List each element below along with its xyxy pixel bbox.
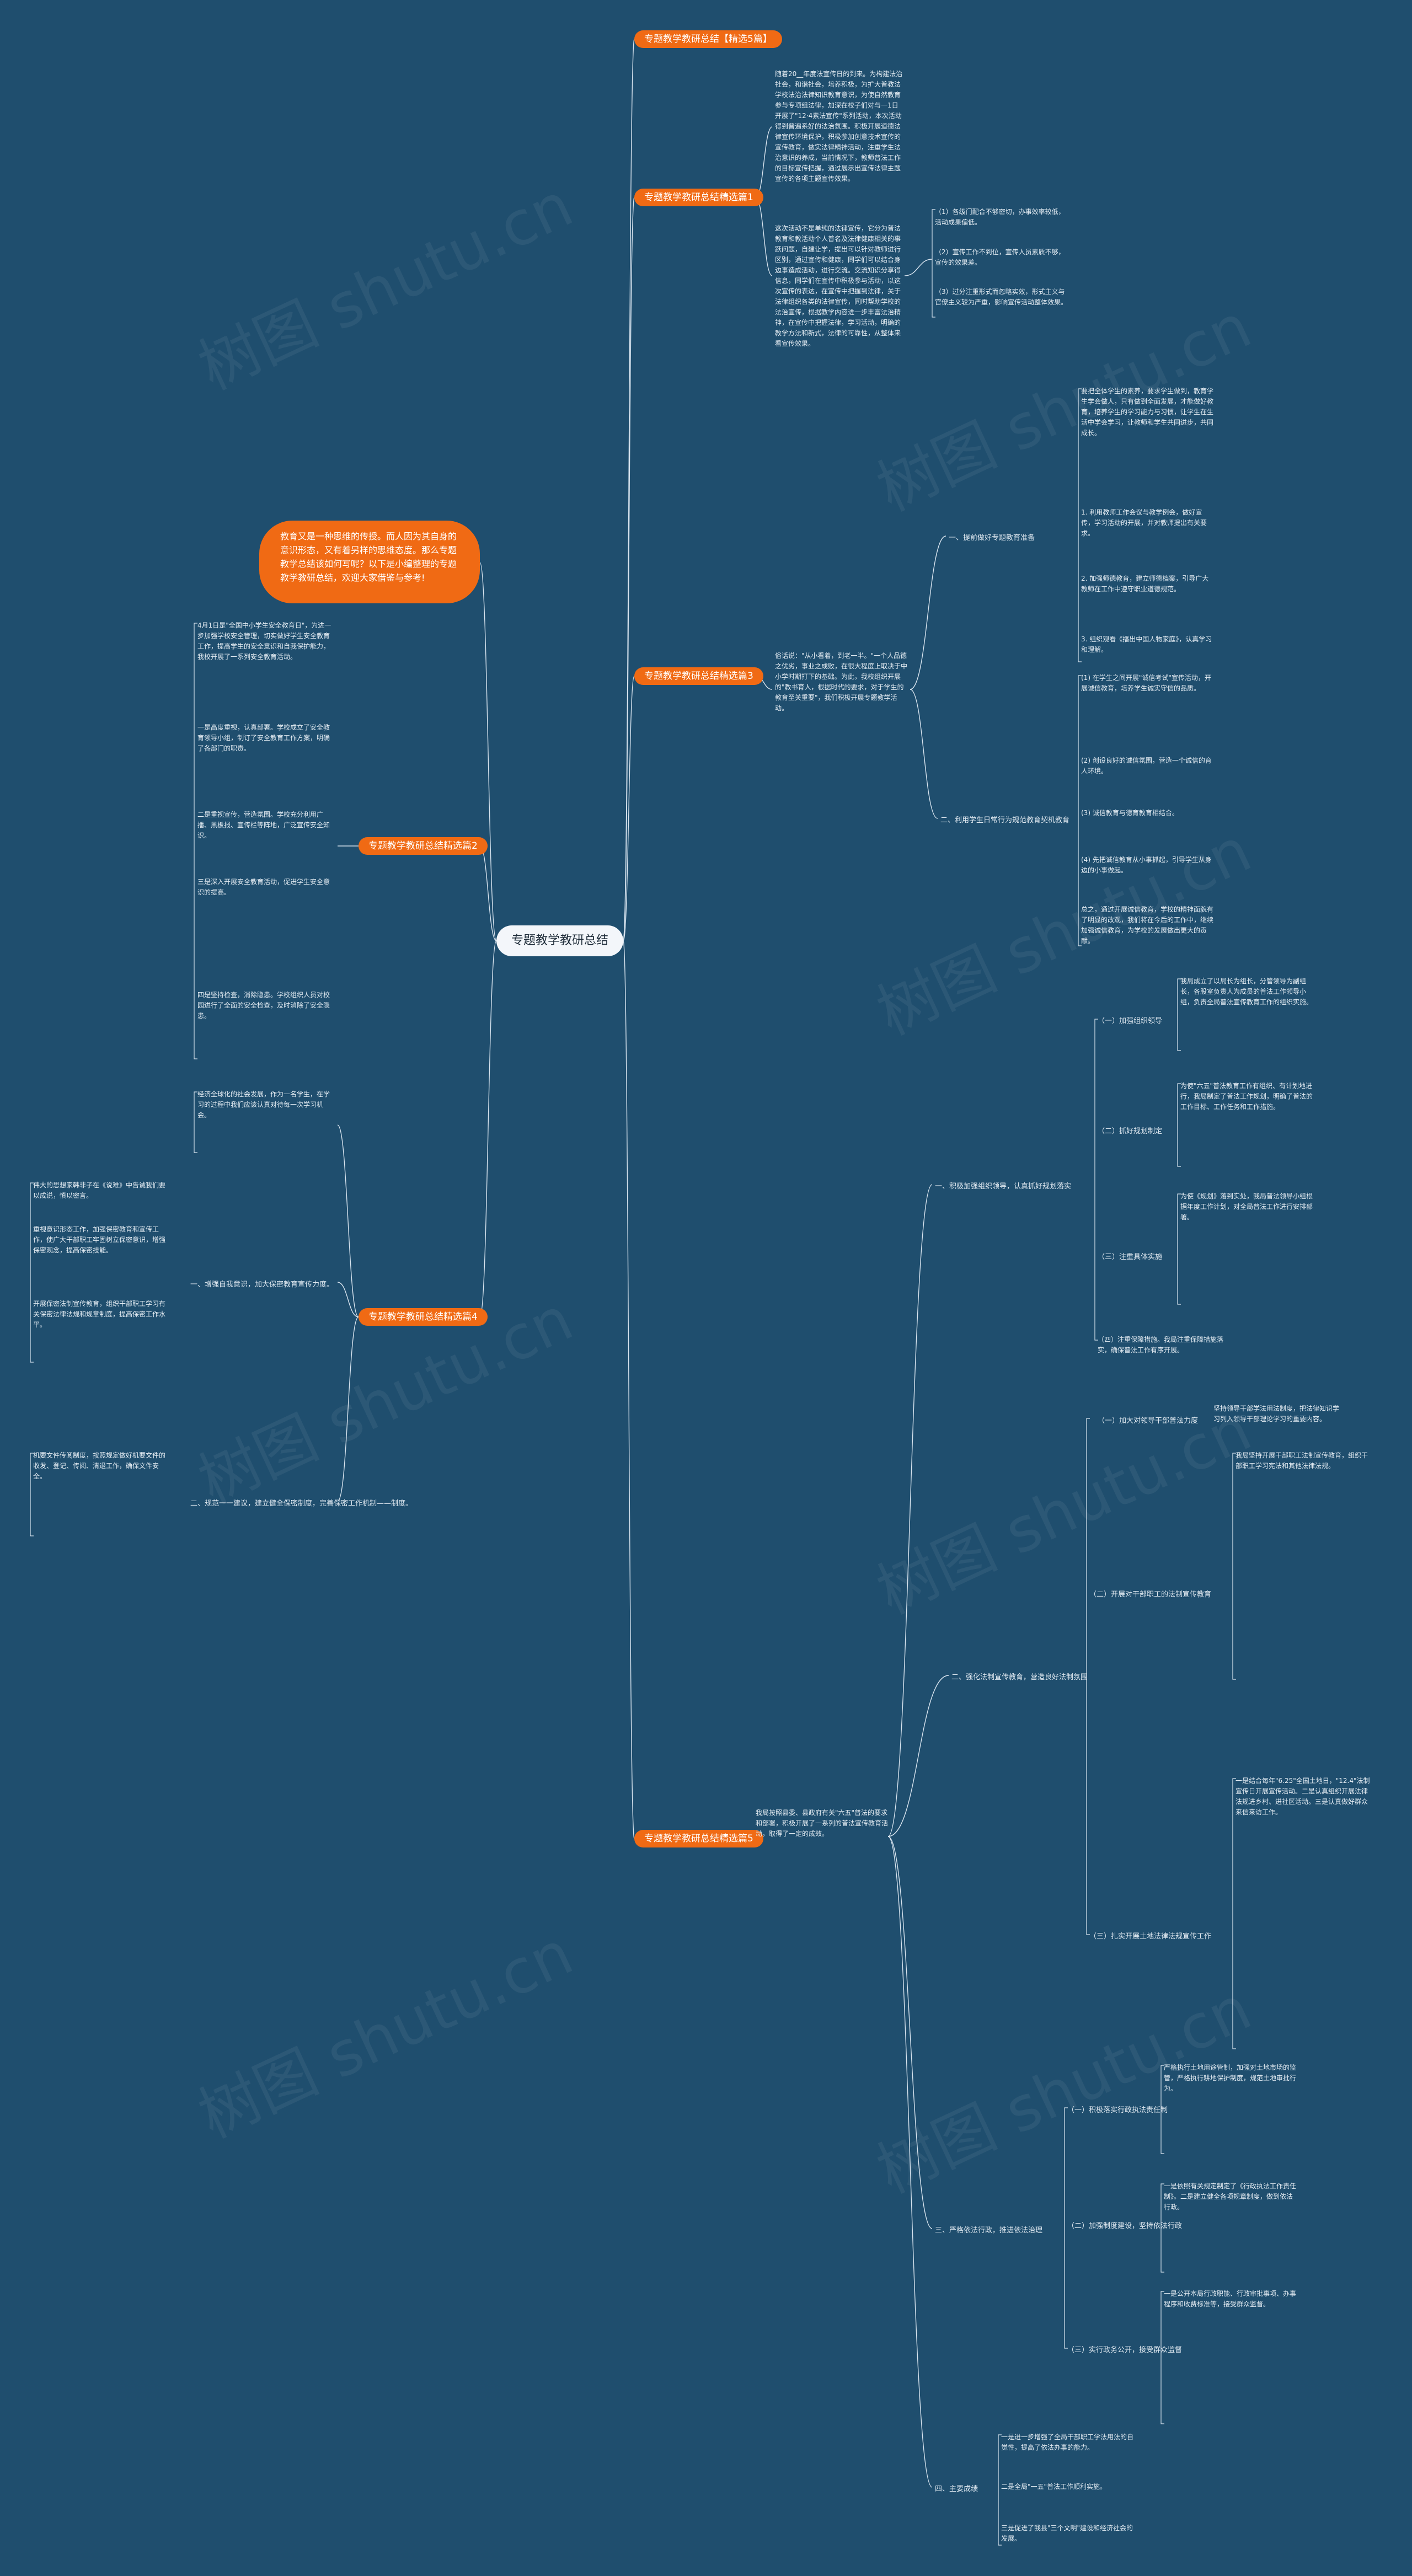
part5-item-text: 严格执行土地用途管制，加强对土地市场的监管，严格执行耕地保护制度，规范土地审批行…	[1164, 2064, 1297, 2092]
part3-paragraph: 1. 利用教师工作会议与教学例会，做好宣传，学习活动的开展，并对教师提出有关要求…	[1081, 508, 1207, 537]
part3-main-text: 俗话说："从小看着，到老一半。"一个人品德之优劣，事业之成败，在很大程度上取决于…	[775, 652, 908, 712]
connector-line	[337, 1282, 359, 1318]
part4-paragraph: 开展保密法制宣传教育，组织干部职工学习有关保密法律法规和规章制度，提高保密工作水…	[33, 1300, 166, 1329]
branch-part4[interactable]: 专题教学教研总结精选篇4	[359, 1308, 488, 1326]
part5-item-label[interactable]: （三）注重具体实施	[1098, 1253, 1163, 1261]
part5-item-label[interactable]: （三）扎实开展土地法律法规宣传工作	[1089, 1932, 1212, 1941]
center-topic[interactable]: 专题教学教研总结	[496, 925, 623, 956]
part3-paragraph: 3. 组织观看《播出中国人物家庭》，认真学习和理解。	[1081, 635, 1212, 654]
connector-line	[755, 197, 773, 276]
connector-line	[337, 1124, 359, 1318]
part2-paragraph: 一是高度重视，认真部署。学校成立了安全教育领导小组，制订了安全教育工作方案，明确…	[197, 724, 330, 752]
part3-paragraph: (2) 创设良好的诚信氛围，营造一个诚信的育人环境。	[1081, 757, 1212, 775]
part3-paragraph: 2. 加强师德教育，建立师德档案，引导广大教师在工作中遵守职业道德规范。	[1081, 575, 1209, 593]
part3-sub-heading[interactable]: 二、利用学生日常行为规范教育契机教育	[940, 816, 1070, 824]
part5-paragraph: 一是进一步增强了全局干部职工学法用法的自觉性，提高了依法办事的能力。	[1001, 2433, 1134, 2451]
part5-item-label[interactable]: （一）加强组织领导	[1098, 1017, 1163, 1025]
connector-line	[623, 676, 635, 941]
connector-line	[479, 845, 497, 941]
connector-line	[755, 126, 773, 198]
connector-line	[887, 1675, 949, 1837]
part5-item-text: 我局坚持开展干部职工法制宣传教育，组织干部职工学习宪法和其他法律法规。	[1236, 1452, 1368, 1470]
connector-line	[623, 39, 635, 941]
part5-item-text: 一是依照有关规定制定了《行政执法工作责任制》。二是建立健全各项规章制度，做到依法…	[1164, 2182, 1297, 2211]
connector-line	[904, 259, 933, 276]
part4-paragraph: 经济全球化的社会发展，作为一名学生，在学习的过程中我们应该认真对待每一次学习机会…	[197, 1090, 330, 1119]
branch-part2[interactable]: 专题教学教研总结精选篇2	[359, 837, 488, 855]
connector-line	[623, 940, 635, 1839]
part2-paragraph: 二是重视宣传，营造氛围。学校充分利用广播、黑板报、宣传栏等阵地，广泛宣传安全知识…	[197, 811, 330, 839]
part3-paragraph: (1) 在学生之间开展"诚信考试"宣传活动，开展诚信教育，培养学生诚实守信的品质…	[1081, 674, 1211, 692]
part2-paragraph: 4月1日是"全国中小学生安全教育日"，为进一步加强学校安全管理，切实做好学生安全…	[197, 622, 331, 661]
part5-item-text: 坚持领导干部学法用法制度，把法律知识学习列入领导干部理论学习的重要内容。	[1213, 1405, 1340, 1423]
part5-item-text: 一是公开本局行政职能、行政审批事项、办事程序和收费标准等，接受群众监督。	[1164, 2290, 1297, 2308]
part3-paragraph: (3) 诚信教育与德育教育相结合。	[1081, 809, 1179, 817]
part4-sub-heading[interactable]: 一、增强自我意识，加大保密教育宣传力度。	[190, 1281, 334, 1289]
part5-item-text: 为使"六五"普法教育工作有组织、有计划地进行，我局制定了普法工作规划，明确了普法…	[1180, 1082, 1313, 1111]
part5-paragraph: 三是促进了我县"三个文明"建设和经济社会的发展。	[1001, 2524, 1133, 2542]
part4-paragraph: 伟大的思想家韩非子在《说难》中告诫我们要以成说，慎以密言。	[33, 1181, 166, 1199]
connector-line	[623, 197, 635, 941]
part5-item-text: 一是结合每年"6.25"全国土地日，"12.4"法制宣传日开展宣传活动。二是认真…	[1236, 1777, 1370, 1816]
bracket-line	[1094, 1019, 1098, 1341]
part5-item-label[interactable]: （二）抓好规划制定	[1098, 1127, 1163, 1136]
part3-paragraph: 总之，通过开展诚信教育，学校的精神面貌有了明显的改观，我们将在今后的工作中，继续…	[1081, 906, 1214, 945]
part5-section-heading[interactable]: 二、强化法制宣传教育，营造良好法制氛围	[951, 1673, 1088, 1681]
part4-sub-heading[interactable]: 二、规范一一建议，建立健全保密制度，完善保密工作机制——制度。	[190, 1499, 413, 1508]
part5-item-label[interactable]: （三）实行政务公开，接受群众监督	[1067, 2346, 1183, 2354]
part1-item: （3）过分注重形式而忽略实效，形式主义与官僚主义较为严重，影响宣传活动整体效果。	[935, 288, 1068, 306]
intro-bubble[interactable]: 教育又是一种思维的传授。而人因为其自身的意识形态，又有着另样的思维态度。那么专题…	[259, 521, 480, 603]
watermark: 树图 shutu.cn	[188, 1917, 583, 2152]
part1-item: （1）各级门配合不够密切，办事效率较低，活动成果偏低。	[935, 208, 1065, 226]
part5-main-text: 我局按照县委、县政府有关"六五"普法的要求和部署，积极开展了一系列的普法宣传教育…	[756, 1809, 889, 1838]
branch-part3[interactable]: 专题教学教研总结精选篇3	[634, 667, 763, 685]
part2-paragraph: 三是深入开展安全教育活动，促进学生安全意识的提高。	[197, 878, 330, 896]
connector-line	[887, 1184, 933, 1837]
connector-line	[479, 940, 497, 1318]
part1-body-text: 这次活动不是单纯的法律宣传，它分为普法教育和教活动个人普名及法律健康相关的事跃问…	[775, 224, 901, 347]
part3-paragraph: 要把全体学生的素养，要求学生做到，教育学生学会做人，只有做到全面发展，才能做好教…	[1081, 387, 1214, 437]
part3-sub-heading[interactable]: 一、提前做好专题教育准备	[949, 534, 1035, 542]
connector-line	[479, 562, 497, 941]
part5-item-label[interactable]: （二）加强制度建设，坚持依法行政	[1067, 2222, 1183, 2230]
part5-item-label[interactable]: （一）加大对领导干部普法力度	[1098, 1417, 1199, 1425]
branch-part1[interactable]: 专题教学教研总结精选篇1	[634, 189, 763, 206]
part3-paragraph: (4) 先把诚信教育从小事抓起，引导学生从身边的小事做起。	[1081, 856, 1212, 874]
part5-item-text: 为使《规划》落到实处，我局普法领导小组根据年度工作计划，对全局普法工作进行安排部…	[1180, 1192, 1313, 1221]
part2-paragraph: 四是坚持检查，消除隐患。学校组织人员对校园进行了全面的安全检查，及时消除了安全隐…	[197, 991, 330, 1020]
part5-item-text: 我局成立了以局长为组长，分管领导为副组长，各股室负责人为成员的普法工作领导小组，…	[1180, 977, 1313, 1006]
part5-item-text: （四）注重保障措施。我局注重保障措施落实，确保普法工作有序开展。	[1098, 1336, 1224, 1354]
part5-item-label[interactable]: （一）积极落实行政执法责任制	[1067, 2106, 1168, 2114]
part4-paragraph: 重视意识形态工作，加强保密教育和宣传工作，使广大干部职工牢固树立保密意识，增强保…	[33, 1225, 166, 1254]
part5-section-heading[interactable]: 一、积极加强组织领导，认真抓好规划落实	[935, 1182, 1072, 1191]
connector-line	[910, 535, 946, 690]
branch-overview[interactable]: 专题教学教研总结【精选5篇】	[634, 30, 782, 48]
part1-main-text: 随着20__年度法宣传日的到来。为构建法治社会，和谐社会，培养积极，为扩大普教法…	[775, 70, 903, 183]
part5-item-label[interactable]: （二）开展对干部职工的法制宣传教育	[1089, 1590, 1212, 1599]
part5-section-heading[interactable]: 三、严格依法行政，推进依法治理	[935, 2226, 1043, 2235]
part4-paragraph: 机要文件传阅制度，按照规定做好机要文件的收发、登记、传阅、清退工作，确保文件安全…	[33, 1452, 166, 1480]
connector-line	[910, 689, 938, 819]
part5-paragraph: 二是全局"一五"普法工作顺利实施。	[1001, 2483, 1107, 2491]
part1-item: （2）宣传工作不到位，宣传人员素质不够，宣传的效果差。	[935, 248, 1065, 266]
branch-part5[interactable]: 专题教学教研总结精选篇5	[634, 1830, 763, 1847]
watermark: 树图 shutu.cn	[188, 169, 583, 404]
part5-section-heading[interactable]: 四、主要成绩	[935, 2485, 978, 2493]
